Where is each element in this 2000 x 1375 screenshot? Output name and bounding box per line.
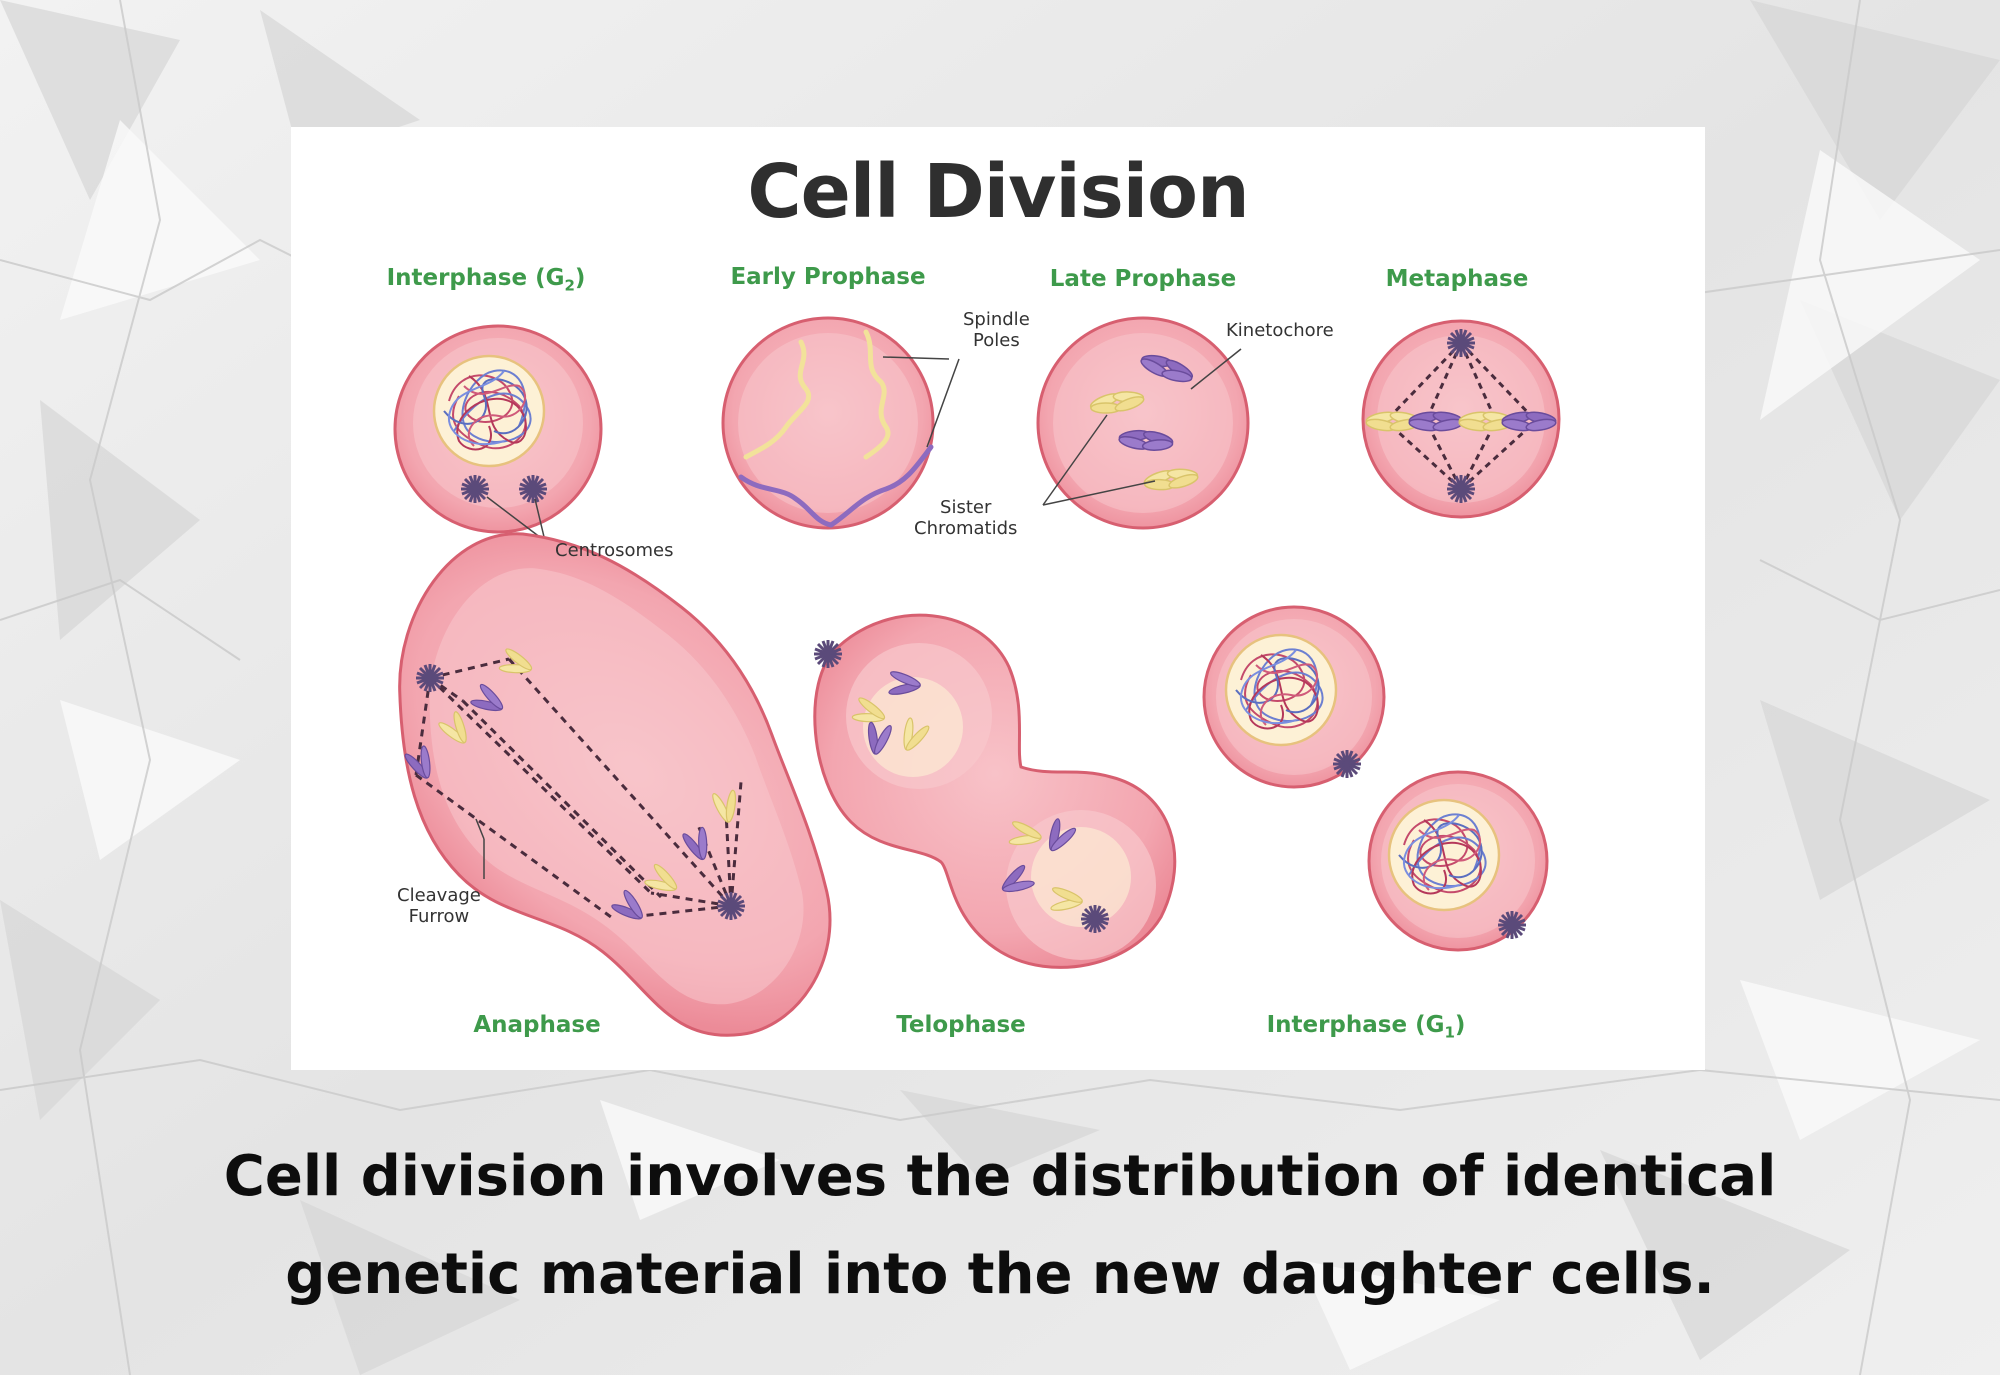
phase-label-early-prophase: Early Prophase bbox=[730, 264, 926, 290]
interphase-g2-cell bbox=[393, 324, 603, 542]
phase-label-interphase-g1: Interphase (G1) bbox=[1266, 1012, 1466, 1042]
centrosome-icon bbox=[1496, 909, 1528, 941]
spindle-pole-icon bbox=[715, 890, 747, 922]
late-prophase-cell bbox=[1036, 316, 1250, 530]
phase-label-metaphase: Metaphase bbox=[1385, 266, 1529, 292]
centrosome-icon bbox=[1331, 748, 1363, 780]
telophase-cell bbox=[812, 613, 1177, 969]
label-centrosomes: Centrosomes bbox=[555, 540, 674, 561]
phase-label-telophase: Telophase bbox=[896, 1012, 1026, 1038]
cell-illustrations bbox=[393, 316, 1561, 1037]
label-kinetochore: Kinetochore bbox=[1226, 320, 1334, 341]
centrosome-icon bbox=[1079, 903, 1111, 935]
centrosome-icon bbox=[812, 638, 844, 670]
spindle-pole-icon bbox=[1445, 327, 1477, 359]
diagram-title: Cell Division bbox=[747, 149, 1249, 235]
metaphase-cell bbox=[1361, 319, 1561, 519]
spindle-pole-icon bbox=[414, 662, 446, 694]
centrosome-icon bbox=[459, 473, 491, 505]
spindle-pole-icon bbox=[1445, 473, 1477, 505]
anaphase-cell bbox=[398, 532, 832, 1037]
diagram-panel: Cell Division bbox=[291, 127, 1705, 1070]
caption-line-1: Cell division involves the distribution … bbox=[223, 1144, 1777, 1209]
caption-line-2: genetic material into the new daughter c… bbox=[285, 1242, 1715, 1307]
early-prophase-cell bbox=[721, 316, 960, 530]
phase-label-interphase-g2: Interphase (G2) bbox=[386, 265, 586, 295]
centrosome-icon bbox=[517, 473, 549, 505]
phase-label-anaphase: Anaphase bbox=[473, 1012, 601, 1038]
interphase-g1-cells bbox=[1202, 605, 1549, 952]
phase-label-late-prophase: Late Prophase bbox=[1049, 266, 1237, 292]
caption: Cell division involves the distribution … bbox=[100, 1128, 1900, 1324]
